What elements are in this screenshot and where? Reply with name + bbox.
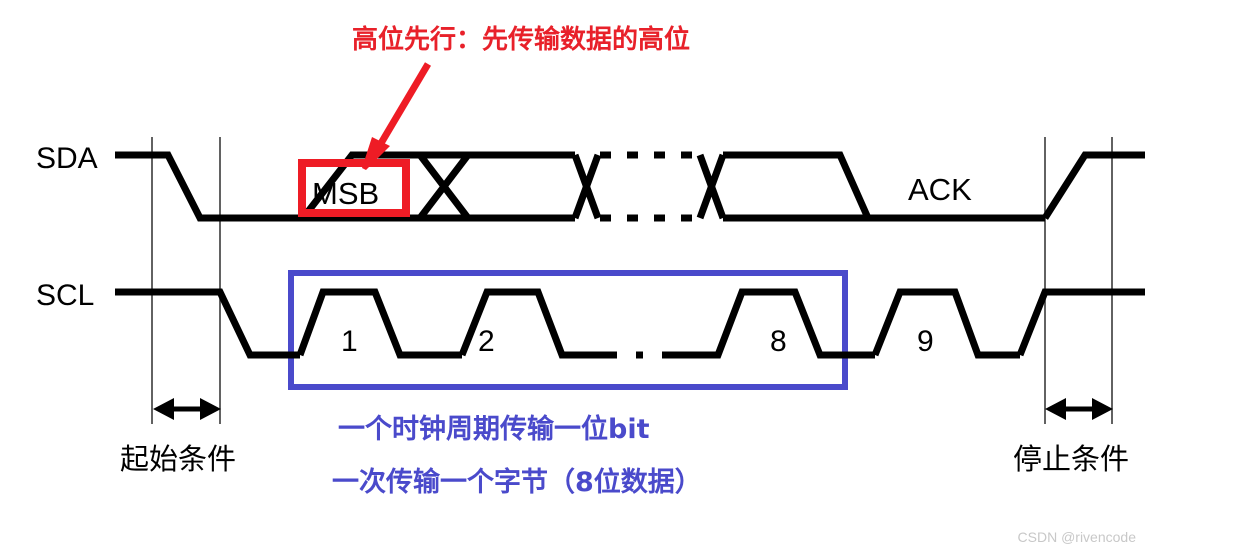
scl-start-condition-edge	[115, 288, 300, 359]
clock-number-2: 2	[478, 325, 495, 358]
scl-signal-label: SCL	[36, 279, 94, 312]
start-dimension-arrowhead-left	[153, 398, 174, 420]
ack-label: ACK	[908, 172, 972, 207]
scl-pulse-9	[871, 288, 1020, 359]
watermark-label: CSDN @rivencode	[1018, 529, 1137, 545]
sda-start-condition-edge	[115, 151, 303, 222]
sda-signal-label: SDA	[36, 142, 98, 175]
sda-crossing-2-up	[571, 153, 602, 220]
msb-label: MSB	[312, 176, 379, 211]
scl-pulse-1	[296, 288, 462, 359]
stop-dimension-arrowhead-right	[1092, 398, 1113, 420]
scl-pulse-2	[458, 288, 610, 359]
note-one-byte-per-transfer: 一次传输一个字节（8位数据）	[332, 466, 702, 498]
clock-number-8: 8	[770, 325, 787, 358]
sda-waveform-group	[115, 151, 1145, 222]
sda-crossing-1-up	[417, 152, 471, 221]
sda-stop-condition-edge	[1042, 151, 1145, 220]
sda-last-bit-top-to-ack	[723, 151, 872, 220]
guide-lines-group	[151, 137, 1113, 424]
msb-pointer-arrowhead	[362, 137, 390, 170]
byte-region-box	[288, 270, 848, 390]
msb-first-title: 高位先行：先传输数据的高位	[352, 24, 690, 55]
start-condition-dimension	[153, 398, 221, 420]
sda-bit-envelope-top-1	[300, 151, 575, 221]
start-condition-label: 起始条件	[120, 442, 236, 476]
msb-highlight-box	[298, 159, 410, 217]
note-one-clock-one-bit: 一个时钟周期传输一位bit	[338, 413, 650, 445]
clock-number-1: 1	[341, 325, 358, 358]
scl-stop-condition-edge	[1016, 288, 1145, 357]
scl-waveform-group	[115, 288, 1145, 359]
scl-pulse-8	[665, 288, 875, 359]
stop-dimension-arrowhead-left	[1045, 398, 1066, 420]
clock-number-9: 9	[917, 325, 934, 358]
stop-condition-label: 停止条件	[1013, 442, 1129, 476]
msb-pointer-arrow-shaft	[373, 62, 432, 152]
msb-pointer-arrow	[362, 62, 432, 170]
sda-crossing-3-up	[696, 153, 727, 220]
stop-condition-dimension	[1045, 398, 1113, 420]
start-dimension-arrowhead-right	[200, 398, 221, 420]
